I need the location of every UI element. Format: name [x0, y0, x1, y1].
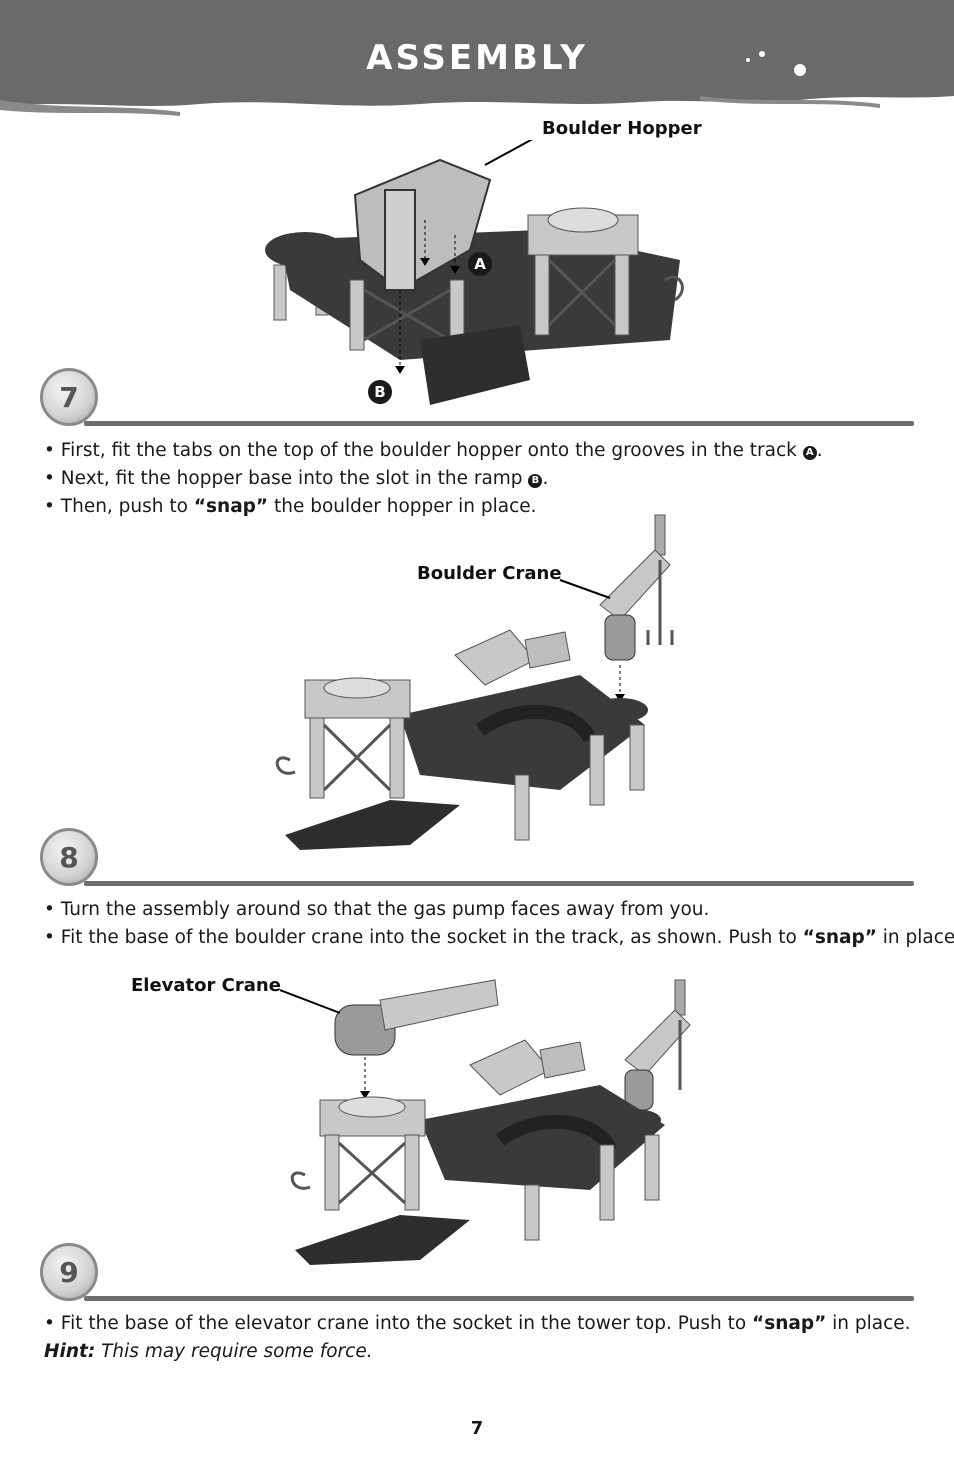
- instruction-line: • Then, push to “snap” the boulder hoppe…: [44, 496, 537, 517]
- hint-line: Hint: This may require some force.: [44, 1338, 924, 1366]
- step8-illustration: [260, 510, 700, 850]
- callout-boulder-crane: Boulder Crane: [417, 563, 562, 584]
- instruction-line: • Next, fit the hopper base into the slo…: [44, 468, 549, 489]
- step-7-header: 7: [40, 368, 914, 438]
- step-divider: [84, 421, 914, 426]
- badge-b-icon: B: [528, 474, 543, 488]
- callout-b-badge: B: [368, 380, 392, 404]
- step-divider: [84, 1296, 914, 1301]
- step-9-instructions: • Fit the base of the elevator crane int…: [44, 1310, 924, 1366]
- badge-a-icon: A: [802, 446, 817, 460]
- callout-a-badge: A: [468, 252, 492, 276]
- brush-stroke-banner: [0, 0, 954, 116]
- snap-emphasis: “snap”: [802, 927, 877, 948]
- callout-boulder-hopper: Boulder Hopper: [542, 118, 702, 139]
- step-8-instructions: • Turn the assembly around so that the g…: [44, 896, 954, 952]
- header-banner: ASSEMBLY: [0, 0, 954, 125]
- step-8-header: 8: [40, 828, 914, 898]
- instruction-line: • First, fit the tabs on the top of the …: [44, 440, 823, 461]
- callout-elevator-crane: Elevator Crane: [131, 975, 281, 996]
- page-number: 7: [470, 1418, 484, 1439]
- step-7-instructions: • First, fit the tabs on the top of the …: [44, 437, 924, 521]
- step7-illustration: [260, 134, 700, 410]
- instruction-line: • Turn the assembly around so that the g…: [44, 899, 710, 920]
- step-number-badge: 8: [40, 828, 98, 886]
- snap-emphasis: “snap”: [752, 1313, 827, 1334]
- instruction-line: • Fit the base of the elevator crane int…: [44, 1313, 911, 1334]
- hint-label: Hint:: [44, 1341, 96, 1362]
- step-divider: [84, 881, 914, 886]
- snap-emphasis: “snap”: [193, 496, 269, 517]
- step-number-badge: 7: [40, 368, 98, 426]
- step-number-badge: 9: [40, 1243, 98, 1301]
- instruction-line: • Fit the base of the boulder crane into…: [44, 927, 954, 948]
- hint-text: This may require some force.: [95, 1341, 373, 1362]
- page-title: ASSEMBLY: [366, 38, 588, 78]
- step9-illustration: [279, 975, 710, 1270]
- step-9-header: 9: [40, 1243, 914, 1313]
